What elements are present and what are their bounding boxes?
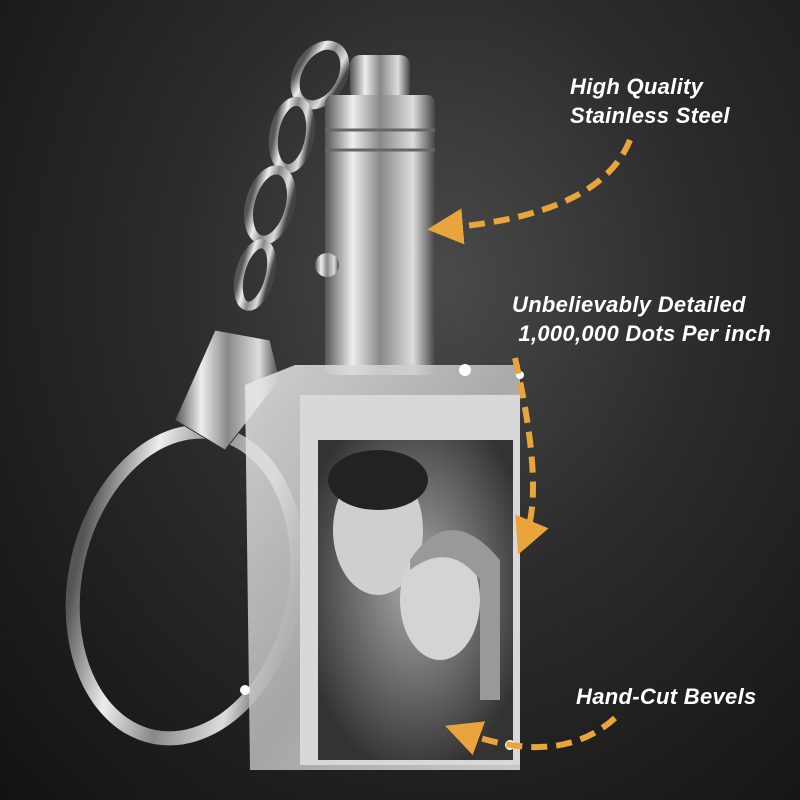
callout-line: 1,000,000 Dots Per inch: [512, 321, 772, 346]
steel-cylinder: [315, 55, 435, 375]
chain: [233, 40, 350, 311]
callout-line: Unbelievably Detailed: [512, 292, 746, 317]
callout-line: Hand-Cut Bevels: [576, 684, 757, 709]
callout-line: High Quality: [570, 74, 704, 99]
crystal-block: [245, 365, 524, 770]
callout-line: Stainless Steel: [570, 103, 730, 128]
arrow-steel: [427, 138, 633, 245]
callout-detail: Unbelievably Detailed 1,000,000 Dots Per…: [512, 290, 771, 348]
arrow-detail: [512, 357, 549, 555]
callout-stainless-steel: High Quality Stainless Steel: [570, 72, 730, 130]
arrow-bevels: [445, 715, 618, 756]
clasp: [174, 329, 281, 451]
callout-bevels: Hand-Cut Bevels: [576, 682, 757, 711]
